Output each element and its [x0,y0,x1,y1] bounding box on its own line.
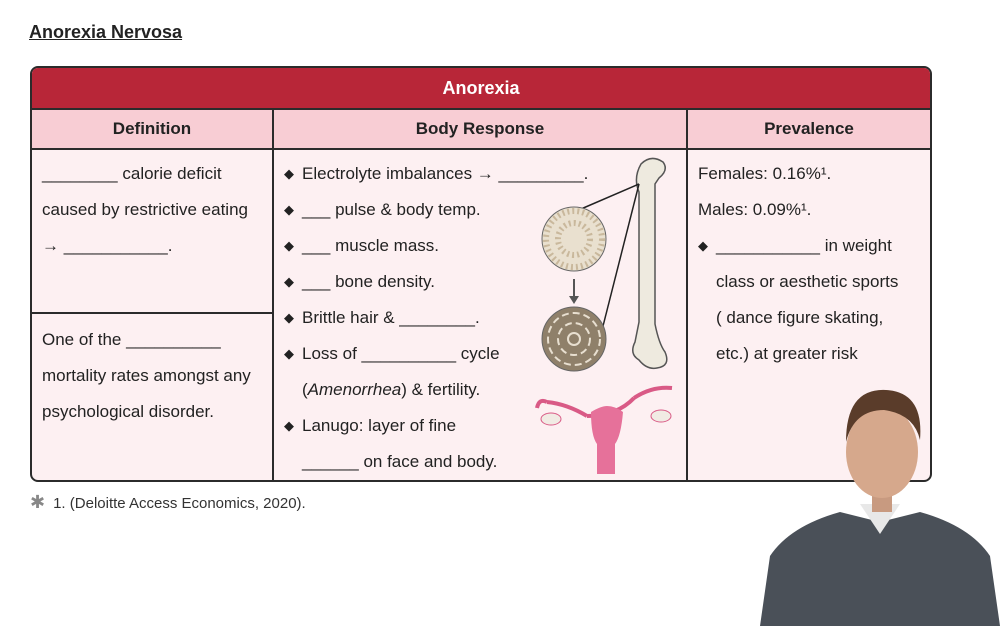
column-header-definition: Definition [32,110,274,148]
diamond-bullet-icon: ◆ [698,238,708,253]
body-response-list: ◆ Electrolyte imbalances → _________. ◆ ___… [274,150,686,480]
footnote: ✱ 1. (Deloitte Access Economics, 2020). [30,492,306,513]
text-line: ___________ in weight [716,236,892,255]
diamond-bullet-icon: ◆ [284,310,294,325]
diamond-bullet-icon: ◆ [284,238,294,253]
text-line: ___ muscle mass. [302,236,439,255]
divider [32,312,272,314]
healthy-bone-circle-icon [541,206,607,272]
prevalence-column: Females: 0.16%¹. Males: 0.09%¹. ◆ _______… [688,150,930,480]
column-header-prevalence: Prevalence [764,119,854,138]
text-line: ________ calorie deficit [42,164,222,183]
text-line: ______ on face and body. [302,452,498,471]
text-line: Loss of __________ cycle [302,344,500,363]
text-line: mortality rates amongst any [42,366,251,385]
diamond-bullet-icon: ◆ [284,346,294,361]
diamond-bullet-icon: ◆ [284,166,294,181]
definition-column: ________ calorie deficit caused by restr… [32,150,274,480]
bone-and-uterus-illustration [535,157,673,474]
text-line: Electrolyte imbalances → _________. [302,164,589,183]
text-line: ___ pulse & body temp. [302,200,481,219]
column-headers: Definition Body Response Prevalence [32,110,930,150]
text-line: One of the __________ [42,330,221,349]
text-line: ___ bone density. [302,272,435,291]
text-line: psychological disorder. [42,402,214,421]
footnote-text: 1. (Deloitte Access Economics, 2020). [53,495,306,512]
diamond-bullet-icon: ◆ [284,418,294,433]
column-header-body-response: Body Response [274,110,688,148]
diamond-bullet-icon: ◆ [284,274,294,289]
body-response-item: (Amenorrhea) & fertility. [284,372,676,408]
text-line: caused by restrictive eating [42,200,248,219]
asterisk-icon: ✱ [30,492,46,512]
body-response-item: ◆ ___ muscle mass. [284,228,676,264]
uterus-icon [535,385,673,474]
body-response-item: ◆ Electrolyte imbalances → _________. [284,156,676,192]
text-line: ( dance figure skating, [716,308,884,327]
definition-cell-2: One of the __________ mortality rates am… [32,316,261,436]
body-response-item: ◆ ___ pulse & body temp. [284,192,676,228]
anorexia-table: Anorexia Definition Body Response Preval… [30,66,932,482]
body-response-column: ◆ Electrolyte imbalances → _________. ◆ ___… [274,150,688,480]
males-prevalence: Males: 0.09%¹. [698,200,812,219]
diamond-bullet-icon: ◆ [284,202,294,217]
body-response-item: ◆ Brittle hair & ________. [284,300,676,336]
body-response-item: ◆ ___ bone density. [284,264,676,300]
body-response-item: ◆ Loss of __________ cycle [284,336,676,372]
text-line: class or aesthetic sports [716,272,899,291]
text-line: (Amenorrhea) & fertility. [302,380,481,399]
body-response-item: ______ on face and body. [284,444,676,480]
femur-icon [580,157,668,370]
presenter-video [760,389,1000,626]
females-prevalence: Females: 0.16%¹. [698,164,832,183]
arrow-down-icon [569,279,579,304]
osteoporotic-bone-circle-icon [541,306,607,372]
text-line: Brittle hair & ________. [302,308,480,327]
definition-cell-1: ________ calorie deficit caused by restr… [32,150,272,270]
text-line: → ___________. [42,236,173,255]
text-line: Lanugo: layer of fine [302,416,457,435]
text-line: etc.) at greater risk [716,344,858,363]
body-response-item: ◆ Lanugo: layer of fine [284,408,676,444]
table-header: Anorexia [32,68,930,110]
page-title: Anorexia Nervosa [29,22,183,42]
